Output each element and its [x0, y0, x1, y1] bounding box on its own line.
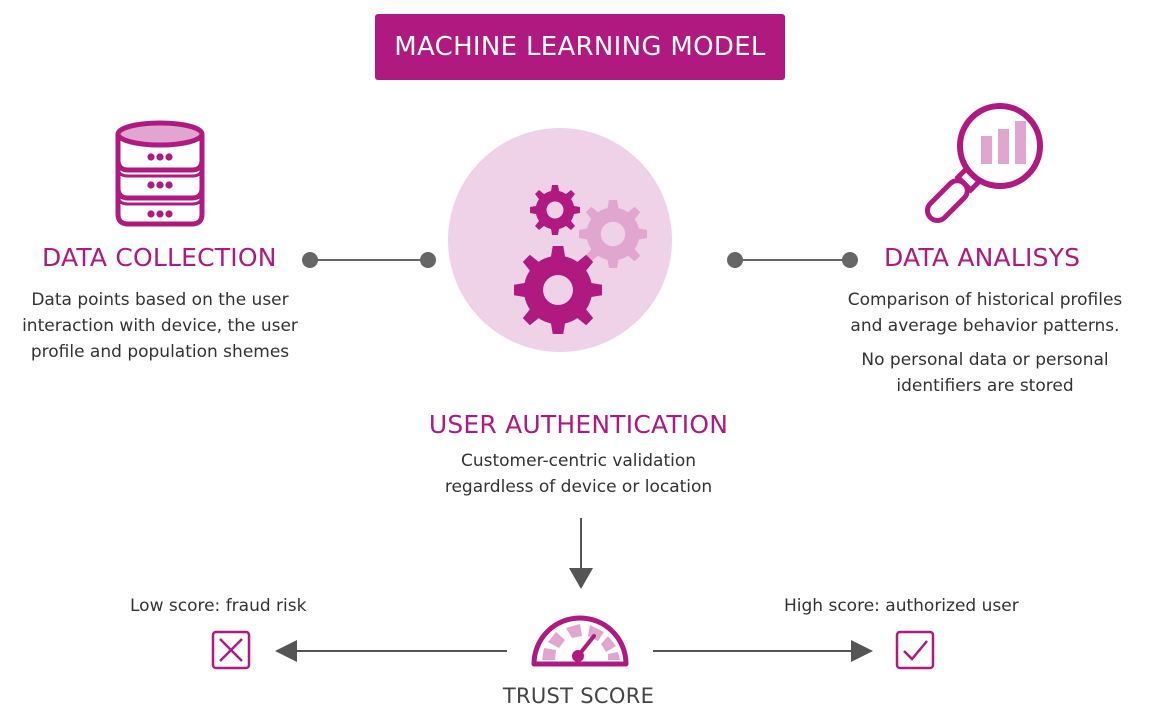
data-analysis-heading: DATA ANALISYS — [884, 243, 1081, 272]
chart-bar — [998, 129, 1009, 164]
gauge-icon — [531, 615, 629, 667]
left-arrow-icon — [275, 640, 507, 662]
data-collection-line: profile and population shemes — [30, 342, 290, 362]
diagram-title: MACHINE LEARNING MODEL — [375, 14, 785, 80]
data-analysis-note: identifiers are stored — [896, 376, 1074, 396]
connector-dot — [727, 252, 743, 268]
data-collection-line: Data points based on the user — [31, 290, 289, 310]
low-score-label: Low score: fraud risk — [130, 596, 307, 616]
connector-dot — [420, 252, 436, 268]
chart-bar — [981, 136, 992, 164]
user-authentication-line: Customer-centric validation — [460, 451, 697, 471]
data-analysis-line: Comparison of historical profiles — [847, 290, 1123, 310]
user-authentication-heading: USER AUTHENTICATION — [428, 410, 729, 439]
gear-small — [530, 185, 580, 235]
connector-dot — [302, 252, 318, 268]
down-arrow-icon — [569, 518, 593, 589]
data-collection-line: interaction with device, the user — [22, 316, 298, 336]
gear-light — [579, 200, 647, 268]
data-collection-heading: DATA COLLECTION — [42, 243, 277, 272]
gear-large — [514, 246, 602, 334]
diagram-title-text: MACHINE LEARNING MODEL — [394, 32, 766, 62]
data-analysis-description: Comparison of historical profiles and av… — [815, 287, 1155, 399]
right-connector — [727, 252, 858, 268]
left-connector — [302, 252, 436, 268]
chart-bar — [1015, 121, 1026, 164]
check-box-icon — [895, 630, 935, 670]
user-authentication-description: Customer-centric validation regardless o… — [0, 448, 1157, 500]
x-box-icon — [211, 630, 251, 670]
magnifier-chart-icon — [924, 103, 1043, 224]
data-analysis-note: No personal data or personal — [861, 350, 1109, 370]
data-collection-description: Data points based on the user interactio… — [0, 287, 320, 365]
data-analysis-line: and average behavior patterns. — [850, 316, 1120, 336]
high-score-label: High score: authorized user — [784, 596, 1019, 616]
trust-score-label: TRUST SCORE — [502, 684, 655, 708]
user-authentication-line: regardless of device or location — [444, 477, 713, 497]
right-arrow-icon — [653, 640, 873, 662]
database-icon — [115, 120, 205, 227]
connector-dot — [842, 252, 858, 268]
gears-icon — [448, 128, 672, 352]
